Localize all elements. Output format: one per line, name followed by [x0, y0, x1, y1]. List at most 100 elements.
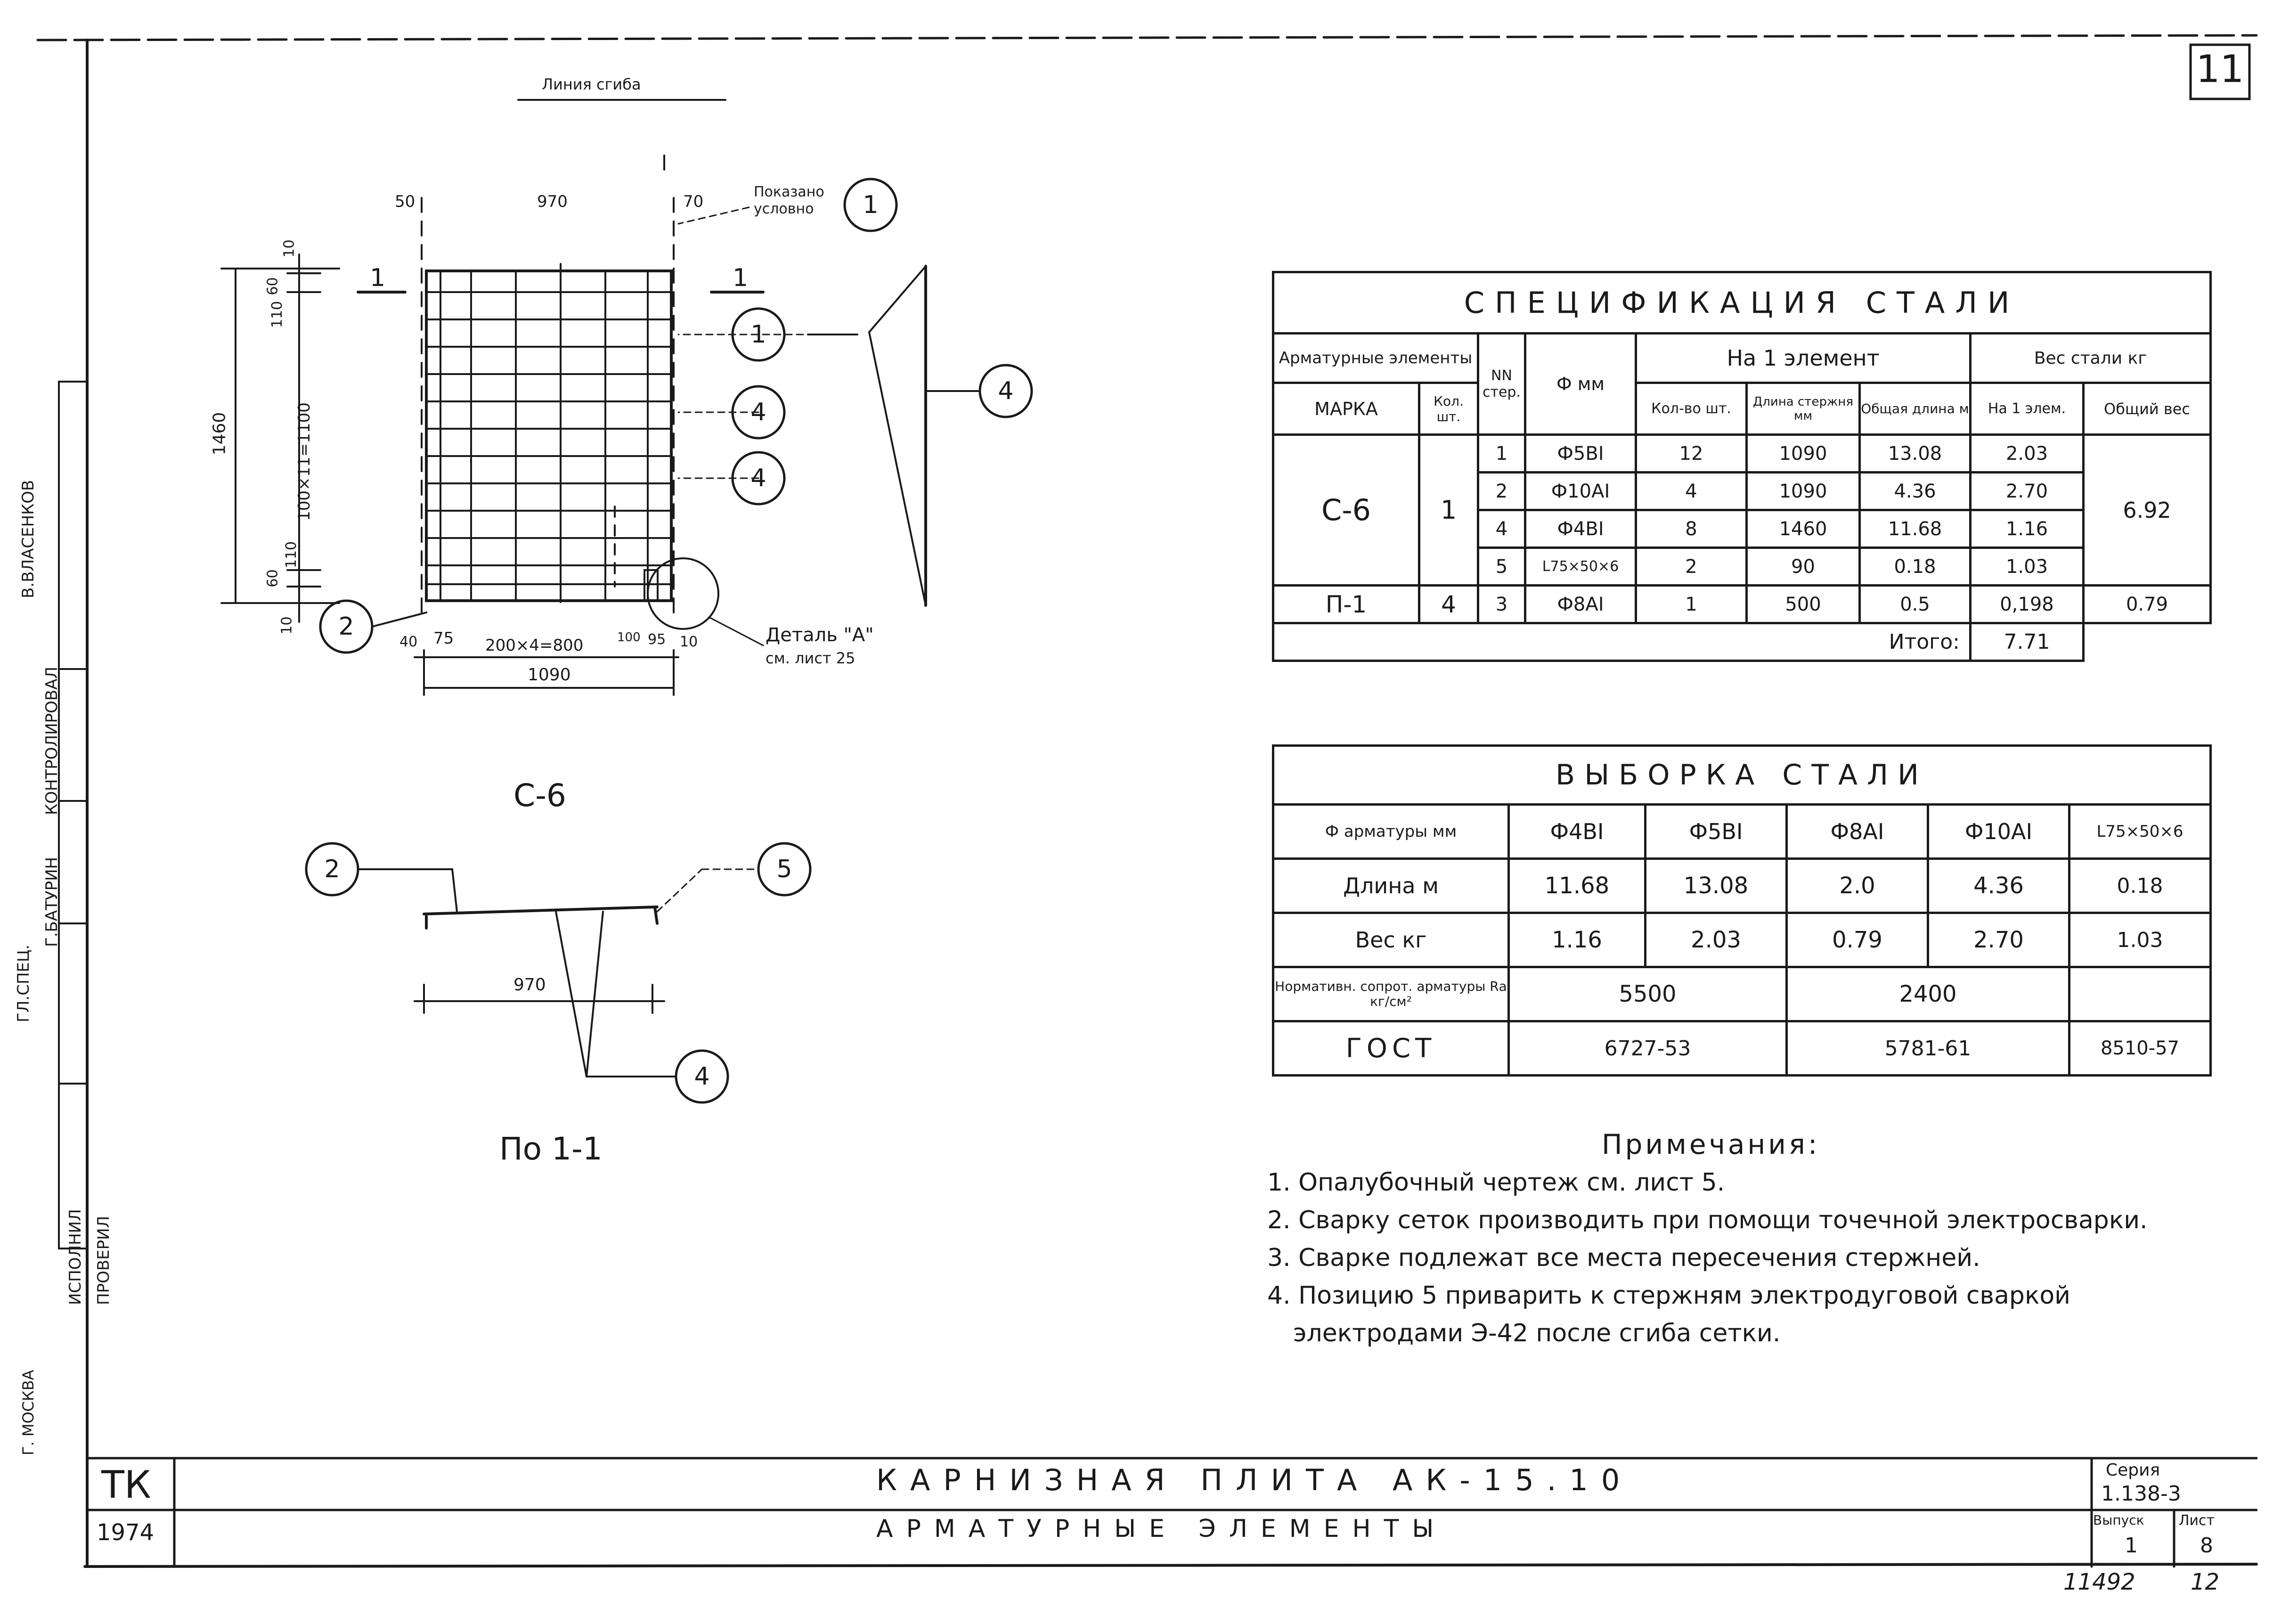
stamp-label-vlasenkov: В.ВЛАСЕНКОВ [19, 480, 38, 598]
note-item: 4. Позицию 5 приварить к стержням электр… [1267, 1281, 2070, 1310]
sel-weight: 2.03 [1644, 912, 1788, 968]
spec-h-phi: Ф мм [1524, 332, 1637, 436]
drawing-subtitle: АРМАТУРНЫЕ ЭЛЕМЕНТЫ [876, 1515, 1447, 1543]
spec-h-total-w: Общий вес [2082, 382, 2212, 436]
sel-len: 11.68 [1507, 857, 1646, 914]
mesh-plan [421, 197, 675, 613]
callout-1-top: 1 [863, 191, 879, 219]
dim-200x4: 200×4=800 [485, 636, 584, 655]
dim-95: 95 [648, 631, 666, 648]
callout-5-section: 5 [776, 855, 792, 883]
spec-cell-mark: П-1 [1272, 584, 1420, 624]
spec-cell-mark: С-6 [1272, 433, 1420, 587]
table-row: Итого: 7.71 [1272, 622, 2211, 662]
sel-col: Ф4ВI [1507, 803, 1646, 860]
spec-cell-count: 4 [1635, 471, 1748, 511]
callout-4-lower: 4 [750, 464, 766, 492]
spec-title: СПЕЦИФИКАЦИЯ СТАЛИ [1271, 271, 2212, 335]
spec-cell-w1: 2.03 [1969, 433, 2085, 473]
dim-1090: 1090 [528, 665, 571, 685]
spec-cell-nn: 3 [1477, 584, 1526, 624]
spec-cell-qty: 1 [1418, 433, 1479, 587]
spec-h-per1: На 1 элем. [1969, 382, 2085, 436]
section-mark-left: 1 [370, 264, 386, 292]
issue-label: Выпуск [2093, 1512, 2144, 1528]
spec-cell-total: 4.36 [1858, 471, 1972, 511]
spec-cell-total: 0.18 [1858, 547, 1972, 587]
spec-cell-count: 12 [1635, 433, 1748, 473]
dim-40: 40 [399, 634, 418, 650]
spec-cell-total: 0.5 [1858, 584, 1972, 624]
note-item: 2. Сварку сеток производить при помощи т… [1267, 1206, 2148, 1234]
spec-cell-total: 13.08 [1858, 433, 1972, 473]
spec-cell-count: 2 [1635, 547, 1748, 587]
spec-cell-count: 8 [1635, 509, 1748, 549]
spec-cell-nn: 4 [1477, 509, 1526, 549]
spec-cell-len: 90 [1745, 547, 1861, 587]
sel-table-block: ВЫБОРКА СТАЛИ Ф арматуры мм Ф4ВI Ф5ВI Ф8… [1271, 744, 2212, 1077]
spec-h-bar-len: Длина стержня мм [1745, 382, 1861, 436]
dim-100: 100 [617, 630, 641, 645]
spec-cell-phi: Ф10АI [1524, 471, 1637, 511]
table-row: 5 L75×50×6 2 90 0.18 1.03 [1273, 547, 2211, 587]
note-item: 3. Сварке подлежат все места пересечения… [1267, 1244, 1980, 1272]
inventory-number: 11492 [2063, 1569, 2135, 1595]
dim-10-top: 10 [281, 239, 298, 258]
sel-row-r-label: Нормативн. сопрот. арматуры Rа кг/см² [1272, 966, 1510, 1022]
sel-col: Ф5ВI [1644, 803, 1788, 860]
stamp-label-controlled: КОНТРОЛИРОВАЛ [42, 667, 61, 815]
dim-10-bottom: 10 [278, 616, 295, 635]
spec-cell-phi: Ф8АI [1524, 584, 1637, 624]
table-row: Длина м 11.68 13.08 2.0 4.36 0.18 [1272, 857, 2212, 914]
dim-970: 970 [537, 192, 568, 211]
section-title: По 1-1 [499, 1131, 603, 1167]
stamp-label-chief: ГЛ.СПЕЦ. [14, 944, 33, 1022]
sel-len: 4.36 [1927, 857, 2070, 914]
spec-cell-qty: 4 [1418, 584, 1479, 624]
spec-cell-len: 1090 [1745, 471, 1861, 511]
spec-cell-phi: Ф5ВI [1524, 433, 1637, 473]
detail-a-ref: см. лист 25 [766, 649, 855, 667]
spec-cell-tw: 6.92 [2082, 433, 2212, 587]
spec-h-qty: Кол. шт. [1418, 382, 1479, 436]
detail-a-circle [647, 557, 719, 630]
table-row: С-6 1 1 Ф5ВI 12 1090 13.08 2.03 6.92 [1272, 433, 2212, 587]
page-number: 12 [2191, 1569, 2220, 1595]
fold-line-label: Линия сгиба [542, 75, 641, 93]
sel-len: 2.0 [1785, 857, 1929, 914]
table-row: ГОСТ 6727-53 5781-61 8510-57 [1272, 1020, 2212, 1077]
spec-h-per-element: На 1 элемент [1635, 332, 1972, 384]
spec-cell-nn: 5 [1477, 547, 1526, 587]
sel-weight: 0.79 [1785, 912, 1929, 968]
table-row: П-1 4 3 Ф8АI 1 500 0.5 0,198 0.79 [1272, 584, 2212, 624]
spec-cell-nn: 1 [1477, 433, 1526, 473]
spec-h-nn: NN стер. [1477, 332, 1526, 436]
sel-r-empty [2068, 966, 2212, 1022]
plan-title: С-6 [513, 777, 566, 814]
stamp-label-checked: ПРОВЕРИЛ [94, 1216, 113, 1305]
sel-r-right: 2400 [1785, 966, 2070, 1022]
spec-cell-len: 500 [1745, 584, 1861, 624]
sel-table: ВЫБОРКА СТАЛИ Ф арматуры мм Ф4ВI Ф5ВI Ф8… [1271, 744, 2212, 1077]
sel-r-left: 5500 [1507, 966, 1788, 1022]
spec-cell-w1: 0,198 [1969, 584, 2085, 624]
sheet-value: 8 [2200, 1534, 2213, 1558]
issue-value: 1 [2125, 1534, 2138, 1558]
sel-col: Ф10АI [1927, 803, 2070, 860]
spec-cell-count: 1 [1635, 584, 1748, 624]
spec-cell-tw: 0.79 [2082, 584, 2212, 624]
series-value: 1.138-3 [2101, 1482, 2181, 1506]
spec-h-total-len: Общая длина м [1858, 382, 1972, 436]
dim-section-970: 970 [513, 975, 546, 995]
spec-cell-nn: 2 [1477, 471, 1526, 511]
sel-col: L75×50×6 [2068, 803, 2212, 860]
dim-70: 70 [683, 192, 704, 211]
sel-gost-label: ГОСТ [1272, 1020, 1510, 1077]
callout-1: 1 [750, 320, 766, 349]
note-item: 1. Опалубочный чертеж см. лист 5. [1267, 1168, 1725, 1197]
stamp-label-executed: ИСПОЛНИЛ [66, 1209, 85, 1305]
spec-table-block: СПЕЦИФИКАЦИЯ СТАЛИ Арматурные элементы N… [1271, 271, 2212, 662]
dim-110-top: 110 [269, 301, 286, 328]
frame-top-line [36, 34, 2258, 41]
